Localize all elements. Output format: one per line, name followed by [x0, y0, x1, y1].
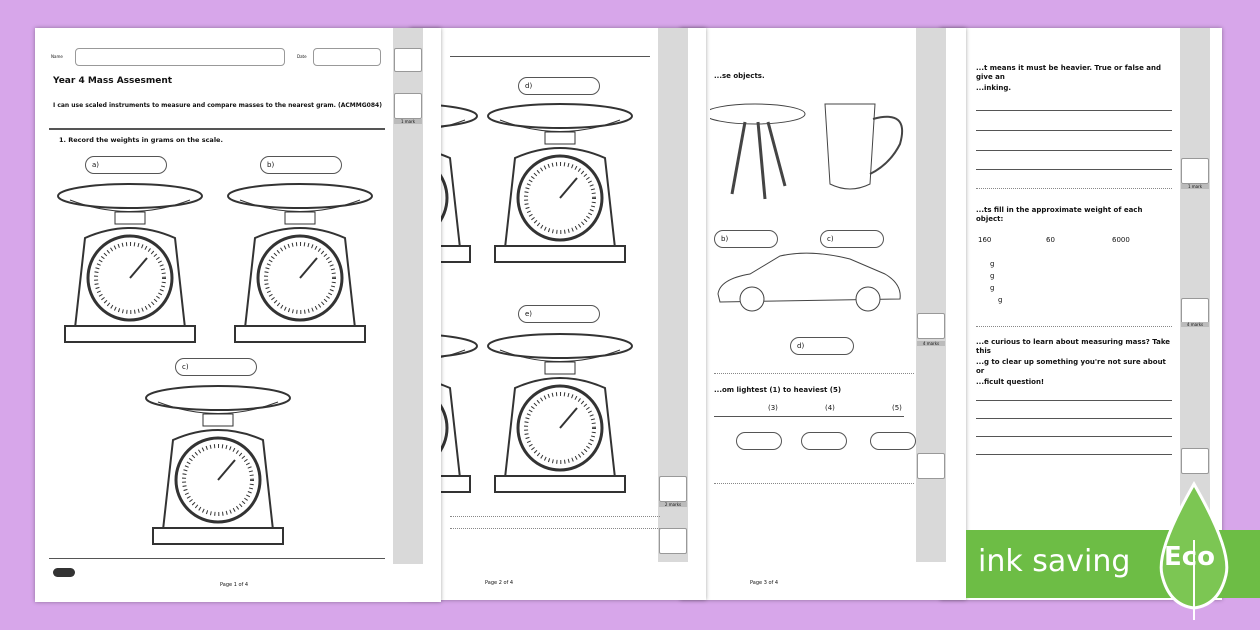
- mark-label: 1 mark: [1181, 184, 1209, 189]
- marks-strip: [658, 28, 688, 562]
- worksheet-page-4: ...t means it must be heavier. True or f…: [940, 28, 1222, 600]
- page-number: Page 2 of 4: [485, 580, 514, 586]
- kitchen-scale: [485, 328, 635, 502]
- answer-box[interactable]: e): [518, 305, 600, 323]
- answer-box[interactable]: b): [260, 156, 342, 174]
- question-text: ...inking.: [976, 84, 1012, 92]
- unit: g: [990, 272, 995, 280]
- question-text: ...ficult question!: [976, 378, 1045, 386]
- name-input[interactable]: [75, 48, 285, 66]
- badge-text: ink saving: [978, 544, 1131, 579]
- mark-label: 2 marks: [659, 502, 687, 507]
- weight-option: 6000: [1112, 236, 1130, 244]
- kitchen-scale: [143, 380, 293, 554]
- kitchen-scale: [225, 178, 375, 352]
- question-text: ...g to clear up something you're not su…: [976, 358, 1166, 375]
- page-number: Page 3 of 4: [750, 580, 779, 586]
- question-text: ...ts fill in the approximate weight of …: [976, 206, 1143, 223]
- total-marks-box: [394, 48, 422, 72]
- kitchen-scale: [55, 178, 205, 352]
- leaf-icon: [1159, 480, 1229, 620]
- answer-box[interactable]: b): [714, 230, 778, 248]
- question-text: ...se objects.: [714, 72, 765, 80]
- date-label: Date: [297, 54, 307, 59]
- order-box[interactable]: [801, 432, 847, 450]
- page-title: Year 4 Mass Assesment: [53, 76, 173, 86]
- worksheet-page-2: d) e) 2 marks Page 2 of 4: [410, 28, 706, 600]
- question-text: ...t means it must be heavier. True or f…: [976, 64, 1161, 81]
- order-number: (3): [768, 404, 778, 412]
- question-text: 1. Record the weights in grams on the sc…: [59, 136, 223, 144]
- weight-option: 60: [1046, 236, 1055, 244]
- answer-box[interactable]: d): [790, 337, 854, 355]
- mark-label: 4 marks: [917, 341, 945, 346]
- objects-illustration: [710, 103, 904, 312]
- twinkl-logo: [53, 568, 75, 577]
- question-text: ...e curious to learn about measuring ma…: [976, 338, 1171, 355]
- answer-box[interactable]: c): [820, 230, 884, 248]
- unit: g: [990, 284, 995, 292]
- worksheet-page-1: Name Date Year 4 Mass Assesment I can us…: [35, 28, 441, 602]
- mark-label: 4 marks: [1181, 322, 1209, 327]
- kitchen-scale: [485, 98, 635, 272]
- order-number: (5): [892, 404, 902, 412]
- weight-option: 160: [978, 236, 992, 244]
- answer-box[interactable]: d): [518, 77, 600, 95]
- answer-box[interactable]: c): [175, 358, 257, 376]
- name-label: Name: [51, 54, 63, 59]
- eco-label: Eco: [1164, 542, 1216, 572]
- learning-objective: I can use scaled instruments to measure …: [53, 102, 382, 109]
- unit: g: [998, 296, 1003, 304]
- unit: g: [990, 260, 995, 268]
- mark-label: 1 mark: [394, 119, 422, 124]
- page-number: Page 1 of 4: [220, 582, 249, 588]
- worksheet-page-3: ...se objects. b) c) d) 4 marks ...om li…: [680, 28, 966, 600]
- order-number: (4): [825, 404, 835, 412]
- question-text: ...om lightest (1) to heaviest (5): [714, 386, 842, 394]
- order-box[interactable]: [736, 432, 782, 450]
- date-input[interactable]: [313, 48, 381, 66]
- order-box[interactable]: [870, 432, 916, 450]
- answer-box[interactable]: a): [85, 156, 167, 174]
